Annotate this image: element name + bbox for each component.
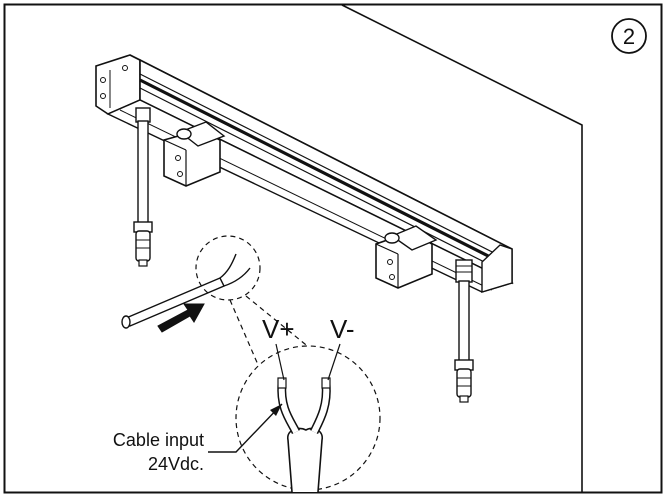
mounting-bracket-right bbox=[375, 225, 438, 289]
leader-positive bbox=[275, 343, 285, 381]
far-end-cap bbox=[481, 244, 513, 293]
step-number: 2 bbox=[623, 24, 635, 49]
wall-outline bbox=[341, 4, 583, 492]
led-bar-profile bbox=[95, 54, 514, 293]
detail-circle-small bbox=[195, 235, 261, 301]
callout-line-2: 24Vdc. bbox=[148, 454, 204, 474]
step-circle-icon bbox=[611, 18, 647, 54]
mounting-bracket-left bbox=[163, 121, 226, 187]
cable-left bbox=[133, 107, 153, 267]
power-feed-cable bbox=[121, 253, 251, 329]
label-positive: V+ bbox=[262, 314, 295, 344]
label-negative: V- bbox=[330, 314, 355, 344]
detail-leader-left bbox=[229, 299, 263, 375]
leader-negative bbox=[327, 343, 341, 381]
connector-icon bbox=[135, 230, 151, 262]
insert-arrow-icon bbox=[157, 303, 205, 333]
cable-input-callout: Cable input 24Vdc. bbox=[113, 403, 283, 474]
diagram-frame bbox=[3, 3, 663, 494]
cable-right bbox=[454, 259, 474, 403]
detail-circle-large bbox=[235, 345, 381, 493]
callout-line-1: Cable input bbox=[113, 430, 204, 450]
step-badge: 2 bbox=[611, 18, 647, 54]
connector-icon bbox=[456, 368, 472, 398]
